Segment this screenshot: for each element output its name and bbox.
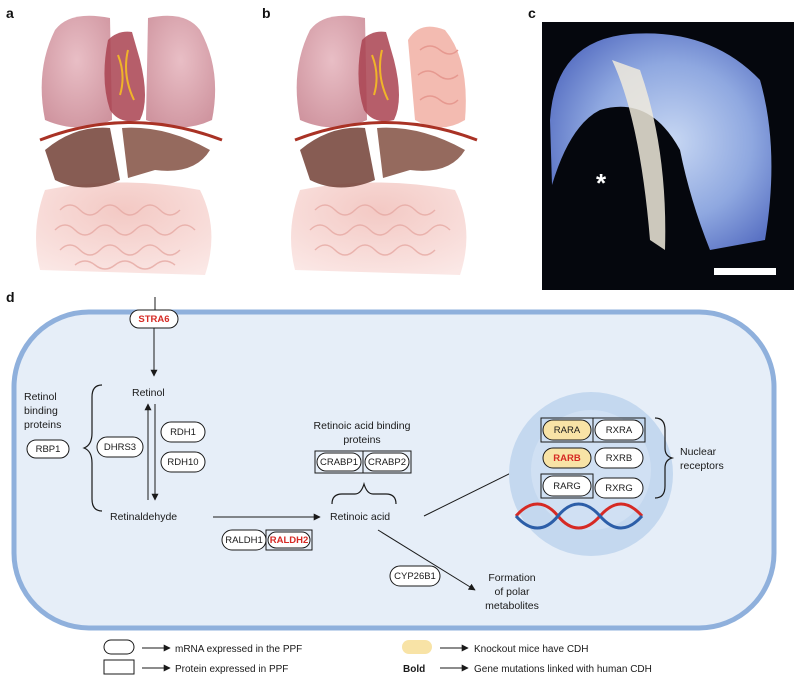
retinol-binding-proteins-2: binding — [24, 405, 58, 417]
polar-label-2: of polar — [494, 586, 530, 598]
rxrg-label: RXRG — [605, 483, 632, 494]
legend-knockout-text: Knockout mice have CDH — [474, 644, 589, 655]
raldh2-label: RALDH2 — [270, 535, 309, 546]
retinol-binding-proteins-3: proteins — [24, 419, 61, 431]
dna-helix-icon — [514, 502, 644, 530]
rdh1-label: RDH1 — [170, 427, 196, 438]
cyp26b1-pill — [389, 565, 441, 587]
legend-pill-swatch — [103, 639, 135, 655]
legend-bold-text: Gene mutations linked with human CDH — [474, 664, 652, 675]
rarg-pill — [542, 475, 592, 497]
rdh10-pill — [160, 451, 206, 473]
legend: mRNA expressed in the PPF Protein expres… — [103, 639, 652, 675]
ra-brace — [331, 481, 397, 505]
rara-label: RARA — [554, 425, 581, 436]
retinaldehyde-label: Retinaldehyde — [110, 511, 177, 523]
retinol-label: Retinol — [132, 387, 165, 399]
rxrb-label: RXRB — [606, 453, 632, 464]
polar-label-3: metabolites — [485, 600, 539, 612]
ra-binding-proteins-2: proteins — [343, 434, 380, 446]
rbp1-label: RBP1 — [36, 444, 61, 455]
raldh2-pill — [267, 531, 311, 549]
scale-bar — [714, 268, 776, 275]
legend-knockout-swatch — [402, 640, 432, 654]
rxrg-pill — [594, 477, 644, 499]
nuclear-receptors-brace — [654, 417, 675, 499]
legend-mrna-text: mRNA expressed in the PPF — [175, 644, 302, 655]
rbp1-pill — [26, 439, 70, 459]
rarb-label: RARB — [553, 453, 581, 464]
cyp26b1-label: CYP26B1 — [394, 571, 436, 582]
raldh1-label: RALDH1 — [225, 535, 263, 546]
retinoic-acid-label: Retinoic acid — [330, 511, 390, 523]
panel-label-d: d — [6, 289, 15, 305]
rdh1-pill — [160, 421, 206, 443]
rara-pill — [542, 419, 592, 441]
anatomy-cdh-illustration — [291, 15, 478, 275]
legend-protein-text: Protein expressed in PPF — [175, 664, 288, 675]
crabp2-pill — [364, 452, 410, 472]
rarb-pill — [542, 447, 592, 469]
stra6-label: STRA6 — [138, 314, 169, 325]
panel-label-c: c — [528, 5, 536, 21]
rxra-label: RXRA — [606, 425, 633, 436]
diaphragm-photo: * — [542, 22, 794, 290]
anatomy-normal-illustration — [36, 15, 223, 275]
legend-box-swatch — [103, 659, 135, 675]
retinol-brace — [82, 384, 103, 512]
arrow-retinoic-acid-polar — [377, 529, 476, 591]
rxrb-pill — [594, 447, 644, 469]
rarg-label: RARG — [553, 481, 580, 492]
dhrs3-pill — [96, 436, 144, 458]
dhrs3-label: DHRS3 — [104, 442, 136, 453]
ra-binding-proteins-1: Retinoic acid binding — [314, 420, 411, 432]
crabp2-box — [362, 450, 412, 474]
crabp2-label: CRABP2 — [368, 457, 406, 468]
nuclear-receptors-1: Nuclear — [680, 446, 717, 458]
rdh10-label: RDH10 — [167, 457, 198, 468]
crabp1-pill — [316, 452, 362, 472]
polar-label-1: Formation — [488, 572, 535, 584]
retinol-binding-proteins-1: Retinol — [24, 391, 57, 403]
rxra-pill — [594, 419, 644, 441]
raldh2-box — [265, 529, 313, 551]
panel-label-b: b — [262, 5, 271, 21]
panel-label-a: a — [6, 5, 14, 21]
photo-asterisk: * — [596, 168, 607, 198]
legend-bold-word: Bold — [403, 664, 425, 675]
nuclear-receptors-2: receptors — [680, 460, 724, 472]
crabp1-label: CRABP1 — [320, 457, 358, 468]
